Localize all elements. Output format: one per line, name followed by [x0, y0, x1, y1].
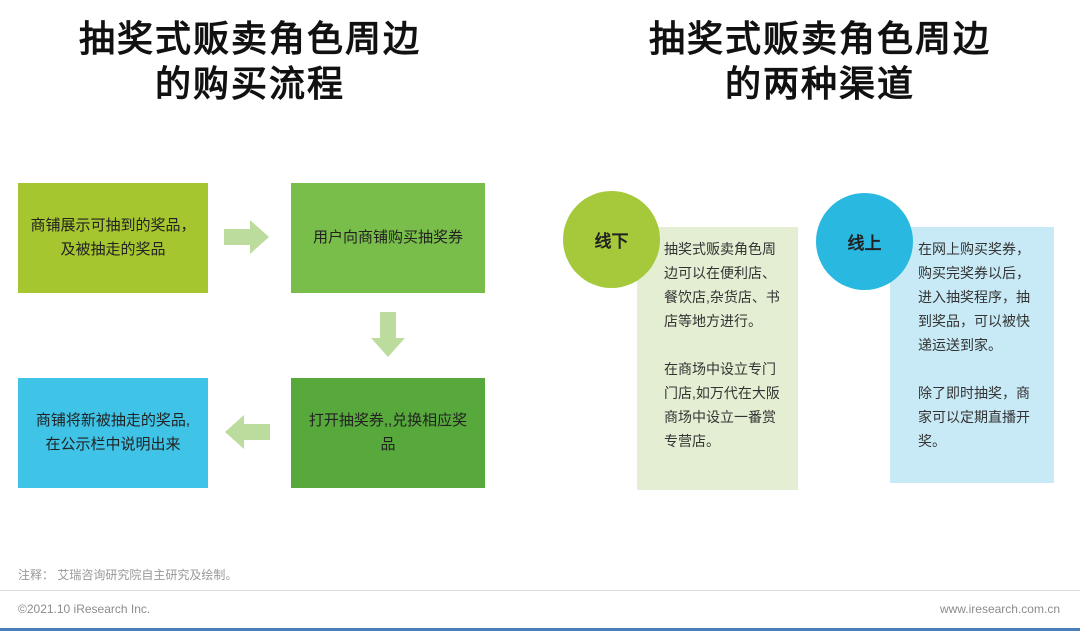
flow-step-2: 用户向商铺购买抽奖券: [291, 183, 485, 293]
arrow-head: [250, 220, 269, 254]
left-title-line-2: 的购买流程: [154, 63, 345, 104]
footer-copyright: ©2021.10 iResearch Inc.: [18, 602, 151, 616]
arrow-right-icon: [224, 220, 270, 254]
footer-divider: [0, 590, 1080, 591]
flow-step-3-text: 打开抽奖券,,兑换相应奖品: [308, 412, 468, 453]
offline-paragraph-1: 抽奖式贩卖角色周边可以在便利店、餐饮店,杂货店、书店等地方进行。: [664, 241, 780, 329]
footer-note: 注释： 艾瑞咨询研究院自主研究及绘制。: [18, 568, 238, 582]
right-title-line-1: 抽奖式贩卖角色周边: [648, 18, 991, 59]
arrow-shaft: [224, 229, 250, 245]
offline-badge-label: 线下: [594, 232, 629, 251]
arrow-head: [225, 415, 244, 449]
online-paragraph-2: 除了即时抽奖，商家可以定期直播开奖。: [918, 385, 1030, 449]
arrow-left-icon: [224, 415, 270, 449]
flow-step-4-text: 商铺将新被抽走的奖品,在公示栏中说明出来: [35, 412, 191, 453]
online-channel-panel: 在网上购买奖券，购买完奖券以后，进入抽奖程序，抽到奖品，可以被快递运送到家。 除…: [890, 227, 1054, 483]
bottom-accent-bar: [0, 628, 1080, 631]
online-paragraph-1: 在网上购买奖券，购买完奖券以后，进入抽奖程序，抽到奖品，可以被快递运送到家。: [918, 241, 1030, 353]
online-badge: 线上: [816, 193, 913, 290]
arrow-shaft: [380, 312, 396, 338]
offline-paragraph-2: 在商场中设立专门门店,如万代在大阪商场中设立一番赏专营店。: [664, 361, 780, 449]
flow-step-1: 商铺展示可抽到的奖品，及被抽走的奖品: [18, 183, 208, 293]
flow-step-2-text: 用户向商铺购买抽奖券: [312, 229, 463, 246]
flow-step-3: 打开抽奖券,,兑换相应奖品: [291, 378, 485, 488]
right-title-line-2: 的两种渠道: [724, 63, 915, 104]
online-badge-label: 线上: [847, 234, 882, 253]
arrow-down-icon: [371, 312, 405, 358]
right-section-title: 抽奖式贩卖角色周边 的两种渠道: [605, 16, 1035, 106]
left-section-title: 抽奖式贩卖角色周边 的购买流程: [30, 16, 470, 106]
flow-step-1-text: 商铺展示可抽到的奖品，及被抽走的奖品: [30, 217, 196, 258]
offline-badge: 线下: [563, 191, 660, 288]
footer-website-link: www.iresearch.com.cn: [939, 602, 1060, 616]
left-title-line-1: 抽奖式贩卖角色周边: [78, 18, 421, 59]
arrow-head: [371, 338, 405, 357]
flow-step-4: 商铺将新被抽走的奖品,在公示栏中说明出来: [18, 378, 208, 488]
offline-channel-panel: 抽奖式贩卖角色周边可以在便利店、餐饮店,杂货店、书店等地方进行。 在商场中设立专…: [637, 227, 798, 490]
arrow-shaft: [244, 424, 270, 440]
